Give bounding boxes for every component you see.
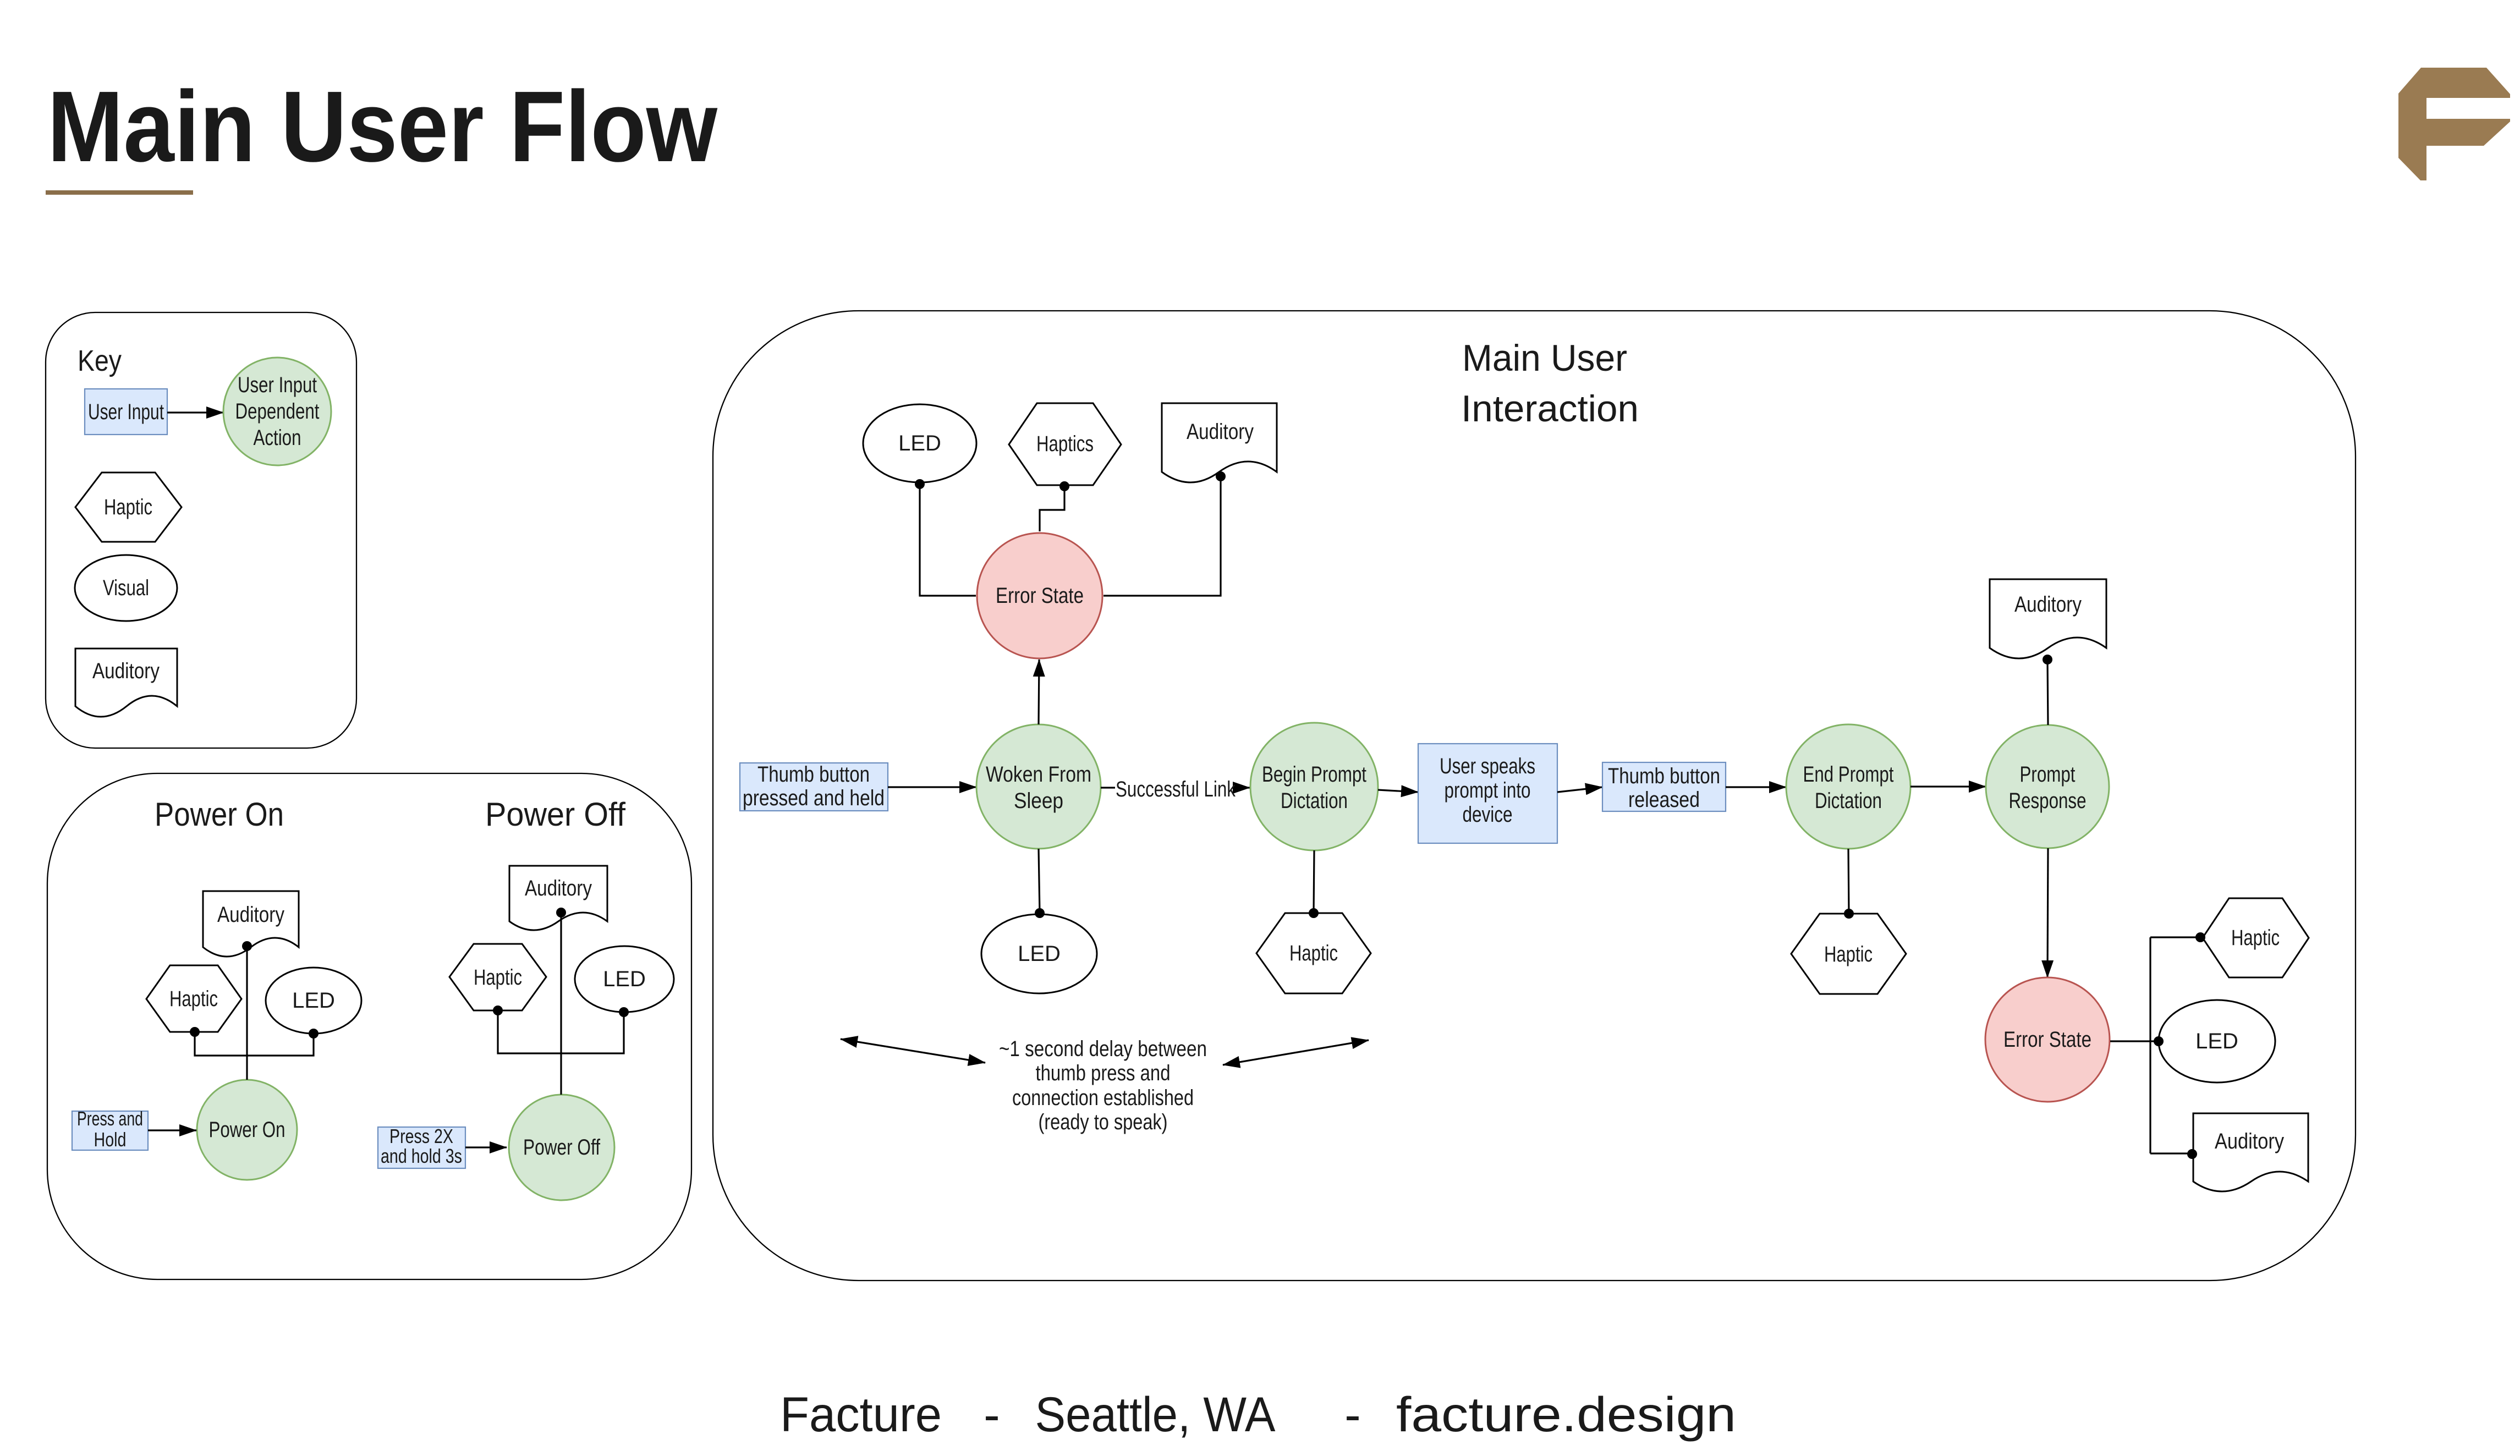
svg-text:Power Off: Power Off bbox=[523, 1135, 601, 1160]
svg-text:~1 second delay between: ~1 second delay between bbox=[999, 1037, 1207, 1061]
svg-text:device: device bbox=[1463, 803, 1513, 827]
svg-text:Auditory: Auditory bbox=[525, 876, 592, 900]
svg-text:End Prompt: End Prompt bbox=[1803, 762, 1894, 787]
svg-text:User Input: User Input bbox=[238, 373, 317, 397]
svg-text:User speaks: User speaks bbox=[1440, 754, 1535, 778]
svg-text:-: - bbox=[1344, 1387, 1361, 1442]
svg-text:facture.design: facture.design bbox=[1396, 1387, 1736, 1442]
svg-text:Facture: Facture bbox=[780, 1387, 942, 1442]
svg-text:User Input: User Input bbox=[88, 400, 164, 424]
svg-text:Thumb button: Thumb button bbox=[757, 762, 870, 787]
svg-text:LED: LED bbox=[1018, 942, 1061, 966]
svg-text:Visual: Visual bbox=[103, 576, 149, 600]
svg-text:Action: Action bbox=[254, 426, 301, 450]
svg-text:Auditory: Auditory bbox=[92, 659, 160, 683]
svg-text:Error State: Error State bbox=[996, 584, 1084, 608]
svg-text:LED: LED bbox=[898, 431, 941, 455]
svg-text:thumb press and: thumb press and bbox=[1036, 1061, 1171, 1085]
svg-text:Dictation: Dictation bbox=[1815, 789, 1882, 813]
svg-text:Interaction: Interaction bbox=[1461, 388, 1639, 430]
svg-text:Sleep: Sleep bbox=[1014, 789, 1063, 813]
svg-text:Hold: Hold bbox=[94, 1128, 127, 1151]
svg-text:Haptic: Haptic bbox=[1824, 942, 1873, 966]
svg-text:Error State: Error State bbox=[2003, 1028, 2091, 1052]
svg-text:Thumb button: Thumb button bbox=[1608, 764, 1720, 788]
svg-text:Begin Prompt: Begin Prompt bbox=[1262, 762, 1366, 787]
svg-text:Response: Response bbox=[2009, 789, 2087, 813]
svg-text:Successful Link: Successful Link bbox=[1116, 777, 1236, 801]
svg-text:-: - bbox=[984, 1387, 1000, 1442]
svg-text:Auditory: Auditory bbox=[2215, 1129, 2284, 1153]
svg-text:and hold 3s: and hold 3s bbox=[381, 1145, 462, 1167]
svg-text:pressed and held: pressed and held bbox=[743, 786, 885, 810]
svg-text:LED: LED bbox=[603, 967, 646, 991]
svg-text:Main User: Main User bbox=[1462, 337, 1627, 379]
svg-text:Power Off: Power Off bbox=[485, 796, 625, 833]
svg-text:released: released bbox=[1628, 788, 1700, 812]
svg-text:Main User Flow: Main User Flow bbox=[47, 70, 718, 183]
svg-text:Prompt: Prompt bbox=[2020, 762, 2076, 787]
svg-text:Haptic: Haptic bbox=[104, 495, 152, 519]
svg-text:Power On: Power On bbox=[155, 796, 284, 833]
svg-text:Haptic: Haptic bbox=[1289, 941, 1338, 965]
svg-text:Haptics: Haptics bbox=[1036, 432, 1094, 456]
svg-text:Dependent: Dependent bbox=[235, 399, 320, 424]
svg-text:Press and: Press and bbox=[77, 1107, 143, 1130]
svg-text:(ready to speak): (ready to speak) bbox=[1039, 1110, 1168, 1134]
svg-text:Woken From: Woken From bbox=[986, 762, 1091, 787]
svg-text:prompt into: prompt into bbox=[1445, 778, 1531, 803]
svg-text:Dictation: Dictation bbox=[1281, 789, 1348, 813]
svg-text:LED: LED bbox=[292, 988, 335, 1013]
svg-text:Haptic: Haptic bbox=[2231, 926, 2280, 950]
svg-text:connection established: connection established bbox=[1012, 1086, 1194, 1110]
svg-text:Haptic: Haptic bbox=[169, 987, 218, 1011]
svg-text:LED: LED bbox=[2195, 1029, 2238, 1053]
svg-text:Press 2X: Press 2X bbox=[389, 1125, 453, 1147]
svg-text:Seattle, WA: Seattle, WA bbox=[1035, 1387, 1276, 1442]
svg-text:Key: Key bbox=[78, 344, 122, 377]
svg-text:Haptic: Haptic bbox=[474, 965, 522, 990]
svg-text:Auditory: Auditory bbox=[217, 903, 284, 927]
svg-text:Auditory: Auditory bbox=[2014, 592, 2082, 617]
svg-text:Power On: Power On bbox=[209, 1118, 286, 1142]
svg-text:Auditory: Auditory bbox=[1187, 420, 1254, 444]
